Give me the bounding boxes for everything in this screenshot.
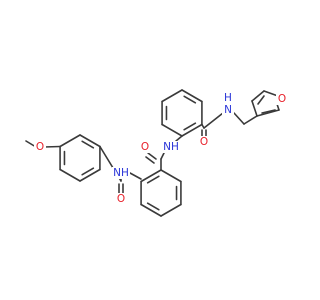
central-benzamide-ring-double-bond [146, 175, 160, 184]
atom-o-amide-3: O [198, 136, 210, 148]
atom-label-layer: O O NH O NH O N H O [34, 92, 288, 205]
label-h-amide-3: H [224, 92, 232, 104]
atom-o-furan: O [276, 93, 288, 105]
central-benzamide-ring-bond [140, 203, 162, 217]
atom-nh-amide-2: NH [162, 141, 180, 153]
furan-bond [256, 109, 280, 117]
methoxyphenyl-ring-bond [79, 168, 101, 182]
amide2-n-ring-bond [175, 135, 183, 142]
amide2-c-n-bond [160, 152, 165, 160]
anthranilamide-ring-bond [161, 89, 183, 103]
furan-bond [263, 90, 279, 97]
label-o-methoxy: O [36, 141, 44, 153]
label-o-furan: O [278, 93, 286, 105]
atom-o-methoxy: O [34, 141, 46, 153]
methoxyphenyl-ring-double-bond [81, 167, 95, 176]
atom-nh-amide-1: NH [112, 167, 130, 179]
amide3-n-ch2-bond [233, 112, 245, 125]
methoxyphenyl-ring-bond [59, 168, 81, 182]
label-o-amide-2: O [141, 141, 149, 153]
label-o-amide-1: O [117, 193, 125, 205]
methoxyphenyl-ring-bond [59, 134, 81, 148]
amide3-c-n-bond [203, 112, 224, 129]
chemical-structure: O O NH O NH O N H O [25, 89, 288, 217]
anthranilamide-ring-double-bond [183, 95, 197, 104]
label-nh-amide-2: NH [163, 141, 179, 153]
label-n-amide-3: N [224, 104, 232, 116]
furan-double-bond [257, 95, 265, 105]
anthranilamide-ring-bond [161, 123, 183, 137]
methoxy-o-bond [43, 145, 61, 148]
bond-layer [25, 89, 280, 217]
label-nh-amide-1: NH [113, 167, 129, 179]
central-benzamide-ring-double-bond [146, 202, 160, 211]
furan-double-bond [261, 109, 276, 114]
methoxyphenyl-ring-bond [79, 134, 101, 148]
atom-o-amide-1: O [115, 193, 127, 205]
furan-bond [251, 90, 265, 102]
label-o-amide-3: O [200, 136, 208, 148]
methoxyphenyl-ring-double-bond [81, 140, 95, 149]
central-benzamide-ring-bond [140, 169, 162, 183]
central-benzamide-ring-bond [160, 203, 182, 217]
amide2-c-o-double-bond [147, 152, 157, 160]
atom-n-amide-3: N H [222, 92, 234, 116]
central-benzamide-ring-bond [160, 169, 182, 183]
atom-o-amide-2: O [139, 141, 151, 153]
amide1-n-ring-bond [129, 172, 142, 180]
ch2-furan-bond [243, 115, 258, 125]
anthranilamide-ring-double-bond [183, 122, 197, 131]
furan-bond [251, 100, 258, 117]
anthranilamide-ring-bond [181, 123, 203, 137]
anthranilamide-ring-bond [181, 89, 203, 103]
amide2-c-o-double-bond-second [145, 156, 155, 164]
